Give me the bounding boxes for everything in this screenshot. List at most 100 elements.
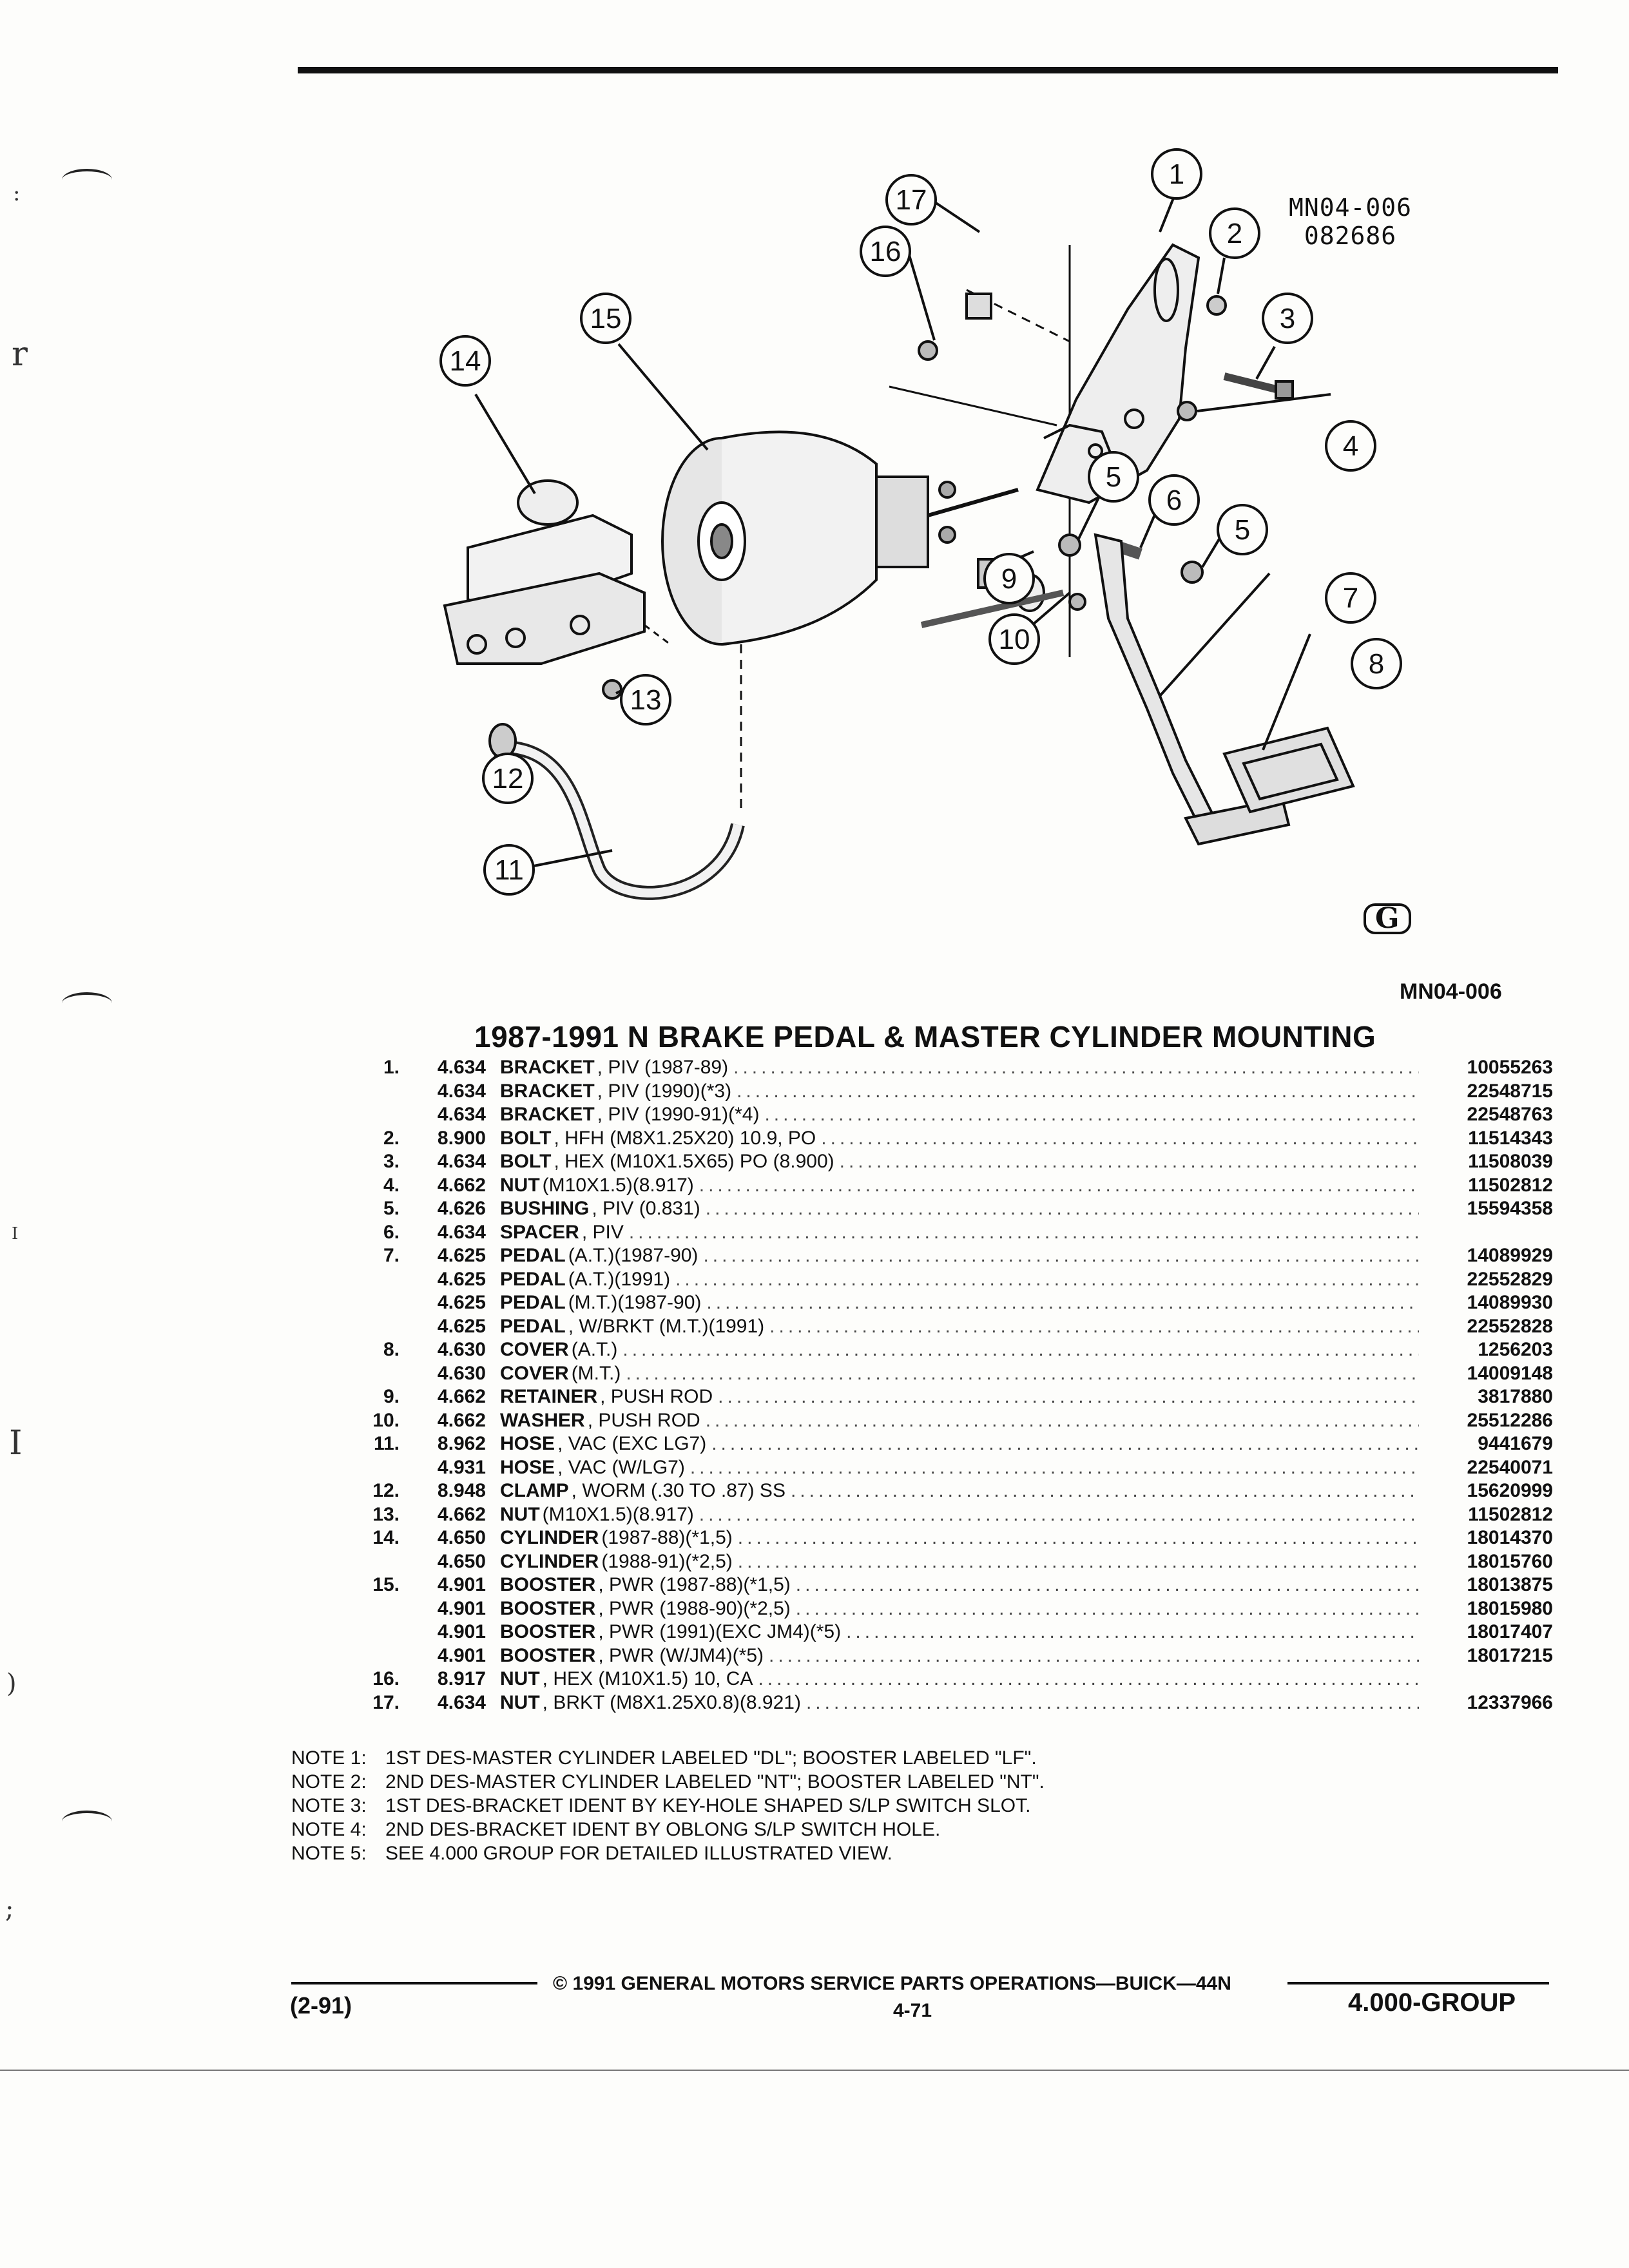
part-name: BOLT: [500, 1127, 552, 1149]
part-catalog-number: 12337966: [1467, 1691, 1553, 1713]
leader-dots: ........................................…: [711, 1433, 1419, 1454]
part-number: 3.: [383, 1151, 400, 1172]
part-spec: , HEX (M10X1.5) 10, CA: [542, 1668, 753, 1689]
leader-dots: ........................................…: [689, 1456, 1419, 1478]
page-title: 1987-1991 N BRAKE PEDAL & MASTER CYLINDE…: [474, 1020, 1376, 1053]
part-group: 4.650: [437, 1550, 486, 1572]
gm-logo: G: [1364, 903, 1411, 934]
part-spec: , PWR (1991)(EXC JM4)(*5): [598, 1621, 842, 1642]
part-catalog-number: 15594358: [1467, 1198, 1553, 1219]
part-catalog-number: 18015760: [1467, 1550, 1553, 1572]
part-catalog-number: 18017407: [1467, 1621, 1553, 1642]
footer-page-number: 4-71: [893, 2000, 932, 2021]
part-spec: , VAC (EXC LG7): [557, 1433, 707, 1454]
part-catalog-number: 18013875: [1467, 1574, 1553, 1595]
note-text: 2ND DES-BRACKET IDENT BY OBLONG S/LP SWI…: [385, 1819, 941, 1840]
part-number: 16.: [372, 1668, 400, 1689]
leader-dots: ........................................…: [675, 1268, 1419, 1290]
margin-mark: :: [13, 180, 21, 206]
callout-1: 1: [1169, 159, 1184, 190]
note-row: NOTE 5:SEE 4.000 GROUP FOR DETAILED ILLU…: [291, 1841, 1045, 1865]
part-description: PEDAL, W/BRKT (M.T.)(1991)..............…: [500, 1316, 1424, 1338]
part-name: PEDAL: [500, 1245, 566, 1266]
leader-dots: ........................................…: [764, 1104, 1419, 1125]
part-spec: (A.T.): [571, 1339, 618, 1360]
callout-5: 5: [1106, 461, 1121, 493]
leader-dots: ........................................…: [846, 1621, 1419, 1642]
part-group: 4.634: [437, 1104, 486, 1125]
part-group: 8.962: [437, 1433, 486, 1454]
part-group: 4.625: [437, 1268, 486, 1290]
part-name: BOOSTER: [500, 1597, 596, 1619]
note-row: NOTE 4: 2ND DES-BRACKET IDENT BY OBLONG S…: [291, 1818, 1045, 1841]
note-text: 2ND DES-MASTER CYLINDER LABELED "NT"; BO…: [385, 1771, 1045, 1792]
callout-2: 2: [1227, 218, 1242, 249]
leader-dots: ........................................…: [706, 1292, 1419, 1313]
leader-dots: ........................................…: [737, 1080, 1419, 1102]
part-name: PEDAL: [500, 1315, 566, 1337]
part-number: 7.: [383, 1245, 400, 1266]
part-group: 4.634: [437, 1080, 486, 1102]
note-label: NOTE 2:: [291, 1771, 367, 1792]
part-catalog-number: 18015980: [1467, 1597, 1553, 1619]
callout-8: 8: [1369, 648, 1384, 680]
part-group: 4.625: [437, 1292, 486, 1313]
part-description: RETAINER, PUSH ROD......................…: [500, 1386, 1424, 1408]
callout-9: 9: [1001, 563, 1017, 595]
leader-dots: ........................................…: [699, 1503, 1419, 1525]
part-group: 8.917: [437, 1668, 486, 1689]
part-description: BRACKET, PIV (1990)(*3).................…: [500, 1081, 1424, 1102]
part-description: CYLINDER(1987-88)(*1,5).................…: [500, 1527, 1424, 1549]
part-name: WASHER: [500, 1409, 585, 1431]
leader-dots: ........................................…: [733, 1057, 1419, 1078]
part-number: 15.: [372, 1574, 400, 1595]
callout-5b: 5: [1235, 514, 1250, 546]
part-catalog-number: 11514343: [1468, 1127, 1553, 1149]
part-number: 1.: [383, 1057, 400, 1078]
part-name: PEDAL: [500, 1268, 566, 1290]
part-spec: , PIV (1990)(*3): [597, 1080, 732, 1102]
part-group: 4.625: [437, 1245, 486, 1266]
leader-dots: ........................................…: [622, 1339, 1419, 1360]
part-name: CYLINDER: [500, 1550, 599, 1572]
part-description: BRACKET, PIV (1990-91)(*4)..............…: [500, 1104, 1424, 1126]
part-name: CYLINDER: [500, 1527, 599, 1548]
part-name: COVER: [500, 1339, 569, 1360]
leader-dots: ........................................…: [737, 1527, 1419, 1548]
callout-7: 7: [1343, 582, 1358, 614]
part-name: NUT: [500, 1174, 540, 1196]
part-group: 4.630: [437, 1362, 486, 1384]
part-number: 10.: [372, 1409, 400, 1431]
callout-labels: 1 2 3 4 5 6 5 7 8 9 10 11 12 13 14 15 16…: [439, 148, 1402, 896]
part-group: 4.634: [437, 1691, 486, 1713]
part-catalog-number: 11502812: [1468, 1503, 1553, 1525]
note-label: NOTE 4:: [291, 1819, 367, 1840]
note-text: SEE 4.000 GROUP FOR DETAILED ILLUSTRATED…: [385, 1843, 892, 1864]
callout-16: 16: [870, 236, 901, 267]
leader-dots: ........................................…: [769, 1315, 1419, 1337]
part-spec: , PIV (1987-89): [597, 1057, 729, 1078]
part-group: 4.634: [437, 1221, 486, 1243]
leader-dots: ........................................…: [805, 1691, 1419, 1713]
diagram-code-line1: MN04-006: [1289, 193, 1412, 222]
part-group: 4.662: [437, 1386, 486, 1407]
leader-dots: ........................................…: [839, 1151, 1419, 1172]
part-description: CLAMP, WORM (.30 TO .87) SS.............…: [500, 1480, 1424, 1502]
part-name: BUSHING: [500, 1198, 590, 1219]
leader-dots: ........................................…: [758, 1668, 1419, 1689]
leader-dots: ........................................…: [795, 1597, 1419, 1619]
part-spec: , PIV (1990-91)(*4): [597, 1104, 760, 1125]
part-group: 4.650: [437, 1527, 486, 1548]
brake-assembly-illustration: 1 2 3 4 5 6 5 7 8 9 10 11 12 13 14 15 16…: [439, 148, 1402, 900]
note-text: 1ST DES-MASTER CYLINDER LABELED "DL"; BO…: [385, 1747, 1037, 1769]
